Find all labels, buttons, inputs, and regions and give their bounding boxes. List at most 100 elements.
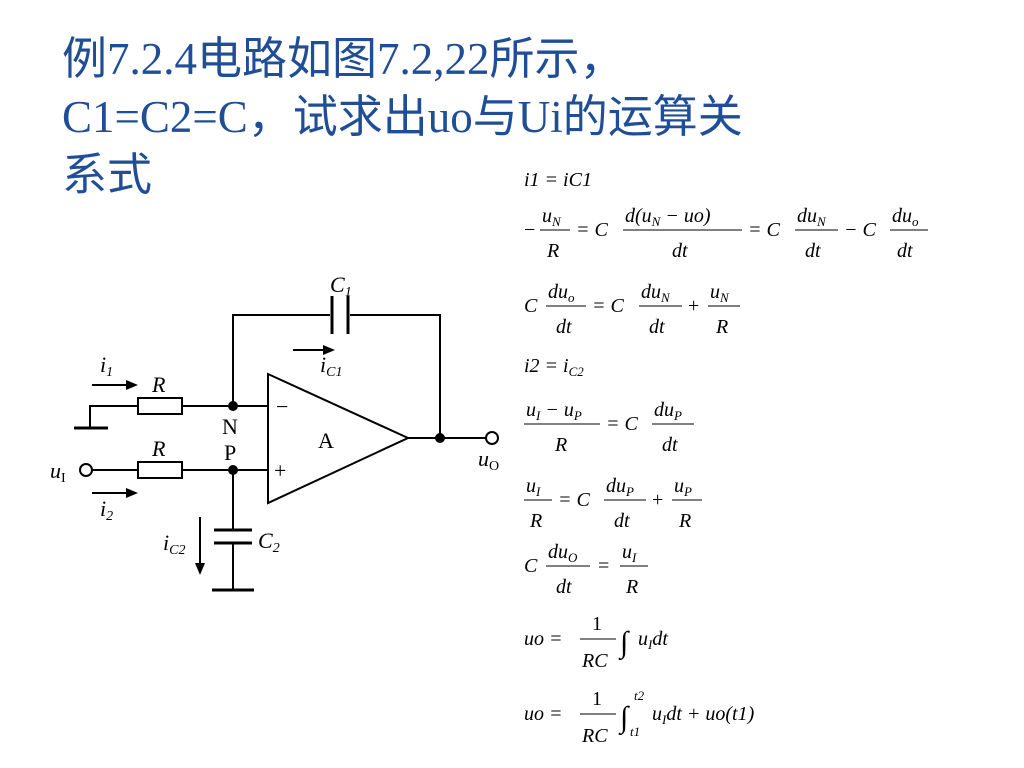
svg-text:= C: = C [576,219,608,241]
title-line-3: 系式 [62,150,153,200]
svg-text:dt: dt [649,316,665,338]
svg-text:duO: duO [548,541,578,565]
svg-text:t1: t1 [630,724,640,739]
svg-text:− C: − C [844,219,876,241]
svg-text:−: − [524,219,535,241]
inverting-input-sign: − [276,394,288,419]
svg-text:uI − uP: uI − uP [526,399,582,423]
op-amp-triangle [267,372,411,505]
equation-5: uI − uP R = C duP dt [524,399,694,456]
title-line-1: 例7.2.4电路如图7.2,22所示， [62,34,625,84]
equation-4: i2 = iC2 [524,355,584,379]
svg-text:duN: duN [797,205,827,229]
title-line-2: C1=C2=C，试求出uo与Ui的运算关 [62,92,743,142]
svg-text:dt: dt [672,240,688,262]
svg-text:dt: dt [614,510,630,532]
svg-text:dt: dt [897,240,913,262]
svg-text:RC: RC [581,725,608,747]
svg-text:R: R [678,510,691,532]
svg-text:C: C [524,555,538,577]
svg-text:1: 1 [592,613,602,635]
svg-text:uIdt + uo(t1): uIdt + uo(t1) [652,703,755,727]
svg-text:C: C [524,295,538,317]
equation-7: C duO dt = uI R [524,541,648,598]
svg-text:t2: t2 [634,688,645,703]
svg-text:= C: = C [748,219,780,241]
r-bottom-label: R [151,436,166,461]
svg-text:uI: uI [622,541,637,565]
equation-9: uo = 1 RC ∫ t2 t1 uIdt + uo(t1) [524,688,755,747]
svg-text:duN: duN [641,281,671,305]
svg-text:dt: dt [556,316,572,338]
u1-label: uI [50,458,66,486]
svg-text:1: 1 [592,688,602,710]
c1-label: C1 [330,272,352,300]
r-top-label: R [151,372,166,397]
circuit-diagram [74,296,499,592]
svg-text:= C: = C [592,295,624,317]
svg-text:duo: duo [892,205,919,229]
ic2-arrowhead [195,563,205,575]
equations: i1 = iC1 − uN R = C d(uN − uo) dt = C du… [524,169,928,747]
svg-text:uo =: uo = [524,628,563,650]
svg-text:uN: uN [542,205,562,229]
svg-text:uN: uN [710,281,730,305]
svg-text:∫: ∫ [618,701,630,736]
slide-title: 例7.2.4电路如图7.2,22所示， C1=C2=C，试求出uo与Ui的运算关… [62,30,942,204]
svg-text:R: R [715,316,728,338]
svg-text:+: + [688,295,699,317]
i1-arrowhead [126,380,138,390]
feedback-wire-right [350,314,441,438]
feedback-wire [232,314,330,406]
op-amp-label: A [318,428,334,453]
svg-text:R: R [554,434,567,456]
resistor-bottom [137,461,183,479]
node-output-dot [435,433,445,443]
i2-arrowhead [126,488,138,498]
equation-6: uI R = C duP dt + uP R [524,475,702,532]
svg-text:uI: uI [526,475,541,499]
svg-text:= C: = C [606,413,638,435]
u1-terminal [79,463,93,477]
svg-text:R: R [529,510,542,532]
node-n-dot [228,401,238,411]
svg-text:RC: RC [581,650,608,672]
noninverting-input-sign: + [274,458,286,483]
uo-terminal [485,431,499,445]
svg-text:dt: dt [805,240,821,262]
i1-label: i1 [100,352,113,380]
svg-text:uP: uP [674,475,692,499]
i2-label: i2 [100,496,113,524]
node-p-label: P [224,440,236,465]
equation-1: i1 = iC1 [524,169,592,191]
svg-text:duo: duo [548,281,575,305]
svg-text:=: = [598,555,609,577]
ic2-label: iC2 [163,530,185,558]
svg-text:d(uN − uo): d(uN − uo) [625,205,711,229]
node-p-dot [228,465,238,475]
ground-wire-top [89,405,138,428]
circuit-markers [126,345,445,575]
svg-text:R: R [625,576,638,598]
svg-text:= C: = C [558,489,590,511]
svg-text:uo =: uo = [524,703,563,725]
svg-text:+: + [652,489,663,511]
equation-3: C duo dt = C duN dt + uN R [524,281,740,338]
circuit-labels: C1 iC1 i1 R R N P − + A uO uI i2 iC2 C2 [50,272,499,558]
svg-text:uIdt: uIdt [638,628,668,652]
svg-text:dt: dt [556,576,572,598]
resistor-top [137,397,183,415]
uo-label: uO [478,446,499,474]
svg-text:R: R [546,240,559,262]
ic1-arrowhead [323,345,335,355]
equation-2: − uN R = C d(uN − uo) dt = C duN dt − C … [524,205,928,262]
svg-text:duP: duP [654,399,682,423]
svg-text:dt: dt [662,434,678,456]
svg-text:∫: ∫ [618,626,630,661]
node-n-label: N [222,414,238,439]
equation-8: uo = 1 RC ∫ uIdt [524,613,668,672]
svg-text:duP: duP [606,475,634,499]
c2-label: C2 [258,528,280,556]
ic1-label: iC1 [320,352,342,380]
